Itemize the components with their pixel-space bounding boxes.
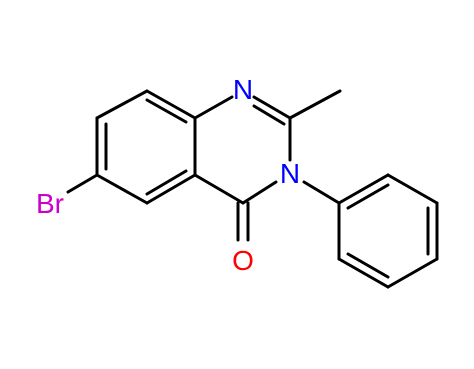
- bond-ph4-ph5: [386, 257, 439, 289]
- bond-ph1-ph2: [337, 173, 390, 205]
- bond-n3-phenyl: [302, 180, 341, 205]
- bond-c6-br: [66, 173, 99, 194]
- bond-c5-c4a-inner: [145, 169, 188, 196]
- bond-c8a-n1: [193, 95, 234, 120]
- atom-n1: N: [233, 74, 253, 105]
- bond-ph5-ph6: [337, 257, 390, 289]
- bond-c8-c7: [95, 89, 149, 120]
- atom-n3: N: [280, 158, 300, 189]
- bond-n1-c2: [252, 95, 292, 120]
- bond-c6-c5: [95, 173, 149, 205]
- bond-c5-c4a: [145, 173, 197, 205]
- bond-n1-c2-inner: [252, 104, 286, 126]
- bond-c4-c4a: [193, 173, 245, 205]
- bond-n3-c4: [241, 180, 278, 205]
- bond-ph1-ph2-inner: [346, 183, 390, 210]
- bond-c2-methyl: [288, 89, 342, 120]
- bond-c8-c8-inner: [145, 98, 188, 124]
- bond-ph2-ph3: [386, 173, 439, 205]
- atom-o: O: [232, 245, 254, 276]
- bond-ph5-ph6-inner: [346, 252, 390, 279]
- atom-br: Br: [36, 188, 64, 219]
- bond-c8a-c8: [145, 89, 197, 120]
